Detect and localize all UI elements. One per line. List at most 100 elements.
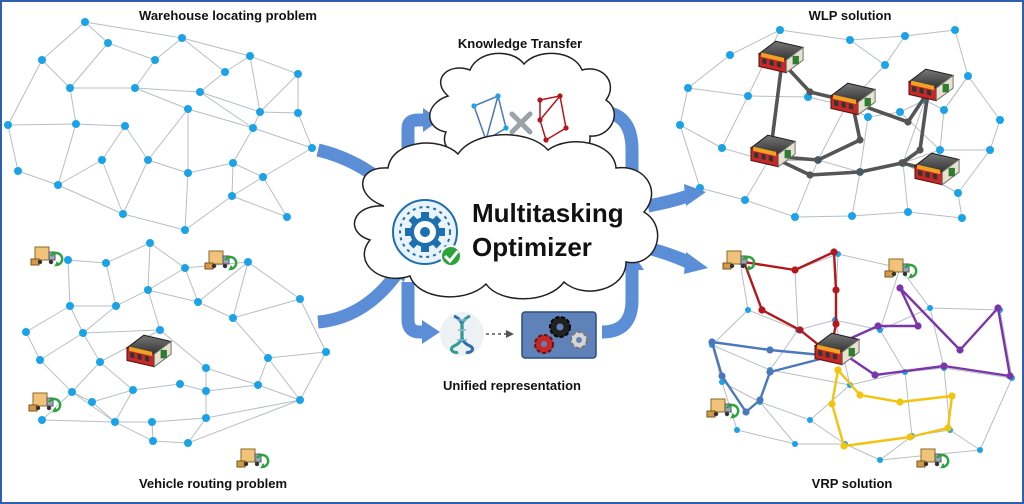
graph-node: [66, 302, 74, 310]
vrp-route-purple-stop: [956, 346, 964, 354]
graph-edge: [147, 289, 199, 303]
graph-edge: [759, 401, 811, 421]
graph-node: [194, 298, 202, 306]
graph-edge: [849, 371, 906, 386]
vrp-route-yellow-stop: [948, 392, 956, 400]
graph-edge: [107, 42, 156, 61]
graph-edge: [687, 54, 731, 89]
graph-node: [156, 326, 164, 334]
graph-node: [308, 144, 316, 152]
vrp-route-blue-stop: [708, 338, 716, 346]
graph-edge: [91, 389, 134, 403]
graph-edge: [744, 199, 796, 218]
graph-edge: [184, 195, 233, 231]
vrp-route-yellow-stop: [896, 398, 904, 406]
graph-edge: [101, 159, 124, 215]
cogs-icon: [521, 311, 597, 359]
graph-edge: [99, 361, 134, 391]
graph-edge: [147, 108, 189, 161]
graph-node: [734, 427, 740, 433]
graph-edge: [147, 267, 186, 291]
graph-edge: [844, 443, 881, 461]
graph-node: [104, 39, 112, 47]
graph-edge: [41, 419, 116, 423]
graph-edge: [181, 37, 226, 73]
graph-edge: [794, 159, 819, 218]
graph-edge: [679, 124, 723, 149]
graph-node: [684, 84, 692, 92]
graph-edge: [231, 162, 234, 197]
graph-edge: [249, 55, 261, 113]
warehouse-icon: [126, 334, 172, 368]
graph-node: [745, 307, 751, 313]
graph-edge: [82, 305, 117, 334]
graph-edge: [232, 127, 254, 164]
graph-node: [927, 305, 933, 311]
dna-icon: [440, 312, 484, 356]
vrp-route-red-stop: [832, 286, 840, 294]
graph-edge: [184, 172, 189, 231]
graph-node: [792, 441, 798, 447]
graph-edge: [124, 125, 149, 161]
graph-edge: [57, 159, 103, 186]
wlp-problem-graph: [4, 18, 316, 234]
graph-node: [202, 364, 210, 372]
vrp-route-blue: [710, 340, 833, 414]
graph-edge: [817, 159, 861, 173]
vrp-route-purple-stop: [896, 284, 904, 292]
wlp-solution-graph: [676, 26, 1004, 222]
graph-node: [129, 386, 137, 394]
vrp-route-yellow-stop: [828, 400, 836, 408]
graph-edge: [943, 75, 969, 111]
graph-edge: [949, 429, 981, 451]
graph-edge: [262, 147, 313, 178]
graph-edge: [902, 149, 941, 164]
graph-node: [264, 354, 272, 362]
graph-edge: [132, 383, 181, 391]
graph-edge: [902, 99, 926, 164]
graph-edge: [134, 59, 156, 89]
graph-edge: [7, 59, 43, 126]
optimizer-title-line2: Optimizer: [472, 232, 592, 262]
edges: [25, 242, 327, 444]
optimizer-title-line1: Multitasking: [472, 198, 624, 228]
wlp-solution-route: [769, 101, 862, 162]
graph-edge: [91, 401, 116, 423]
graph-node: [144, 286, 152, 294]
graph-node: [112, 302, 120, 310]
vrp-route-purple-stop: [994, 304, 1002, 312]
graph-node: [79, 329, 87, 337]
graph-node: [119, 210, 127, 218]
graph-edge: [231, 176, 264, 197]
nodes: [676, 26, 1004, 222]
vrp-route-yellow: [830, 369, 954, 448]
vrp-route-blue-stop: [742, 408, 750, 416]
graph-edge: [957, 192, 963, 219]
arrow-unified-to-optimizer: [601, 268, 639, 339]
truck-icon: [915, 447, 950, 471]
graph-node: [954, 189, 962, 197]
vrp-route-purple-stop: [871, 371, 879, 379]
graph-node: [958, 214, 966, 222]
graph-edge: [25, 305, 71, 333]
graph-node: [996, 116, 1004, 124]
graph-edge: [205, 367, 259, 386]
arrow-optimizer-to-transfer: [401, 113, 425, 190]
graph-node: [196, 88, 204, 96]
vrp-problem-title: Vehicle routing problem: [139, 476, 287, 491]
graph-edge: [954, 29, 969, 77]
graph-node: [846, 36, 854, 44]
vrp-route-red-stop: [796, 326, 804, 334]
graph-edge: [147, 242, 151, 291]
graph-node: [259, 173, 267, 181]
graph-node: [791, 213, 799, 221]
graph-node: [36, 356, 44, 364]
graph-edge: [999, 309, 1013, 379]
gear-icon: [392, 199, 458, 265]
graph-node: [246, 52, 254, 60]
graph-node: [229, 314, 237, 322]
graph-edge: [257, 384, 301, 401]
graph-edge: [859, 116, 869, 173]
graph-edge: [902, 162, 909, 213]
